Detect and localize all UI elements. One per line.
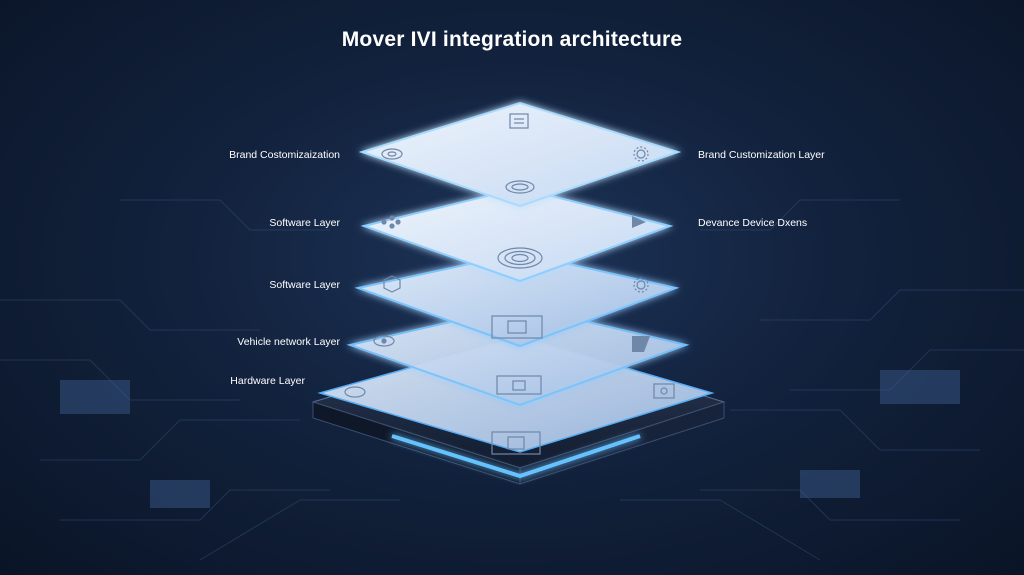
label-vehicle-network-layer: Vehicle network Layer: [237, 336, 340, 348]
circle-icon: [381, 148, 403, 160]
fingerprint-icon: [505, 180, 535, 194]
label-software-layer-2: Software Layer: [269, 279, 340, 291]
gear-icon: [633, 146, 649, 162]
cube-icon: [653, 383, 675, 399]
network-icon: [381, 215, 401, 229]
gear-icon: [633, 277, 649, 293]
layer-plate-software-2: [354, 251, 680, 348]
lock-icon: [491, 431, 541, 455]
arrow-icon: [632, 216, 646, 228]
lock-icon: [496, 375, 542, 395]
label-devance-device: Devance Device Dxens: [698, 217, 808, 229]
circle-icon: [373, 335, 395, 347]
label-software-layer-1: Software Layer: [269, 217, 340, 229]
page-title: Mover IVI integration architecture: [341, 28, 683, 51]
label-hardware-layer: Hardware Layer: [230, 375, 305, 387]
usb-icon: [632, 336, 650, 352]
layer-plate-brand: [358, 101, 682, 208]
shield-icon: [383, 275, 401, 293]
base-glow-strip: [391, 434, 641, 479]
chip-icon: [491, 315, 543, 339]
label-brand-customization-layer: Brand Customization Layer: [698, 149, 825, 161]
label-brand-customization: Brand Costomizaization: [229, 149, 340, 161]
document-icon: [509, 113, 529, 129]
circle-icon: [344, 386, 366, 398]
layer-plate-software-1: [360, 186, 674, 283]
spiral-icon: [497, 247, 543, 269]
